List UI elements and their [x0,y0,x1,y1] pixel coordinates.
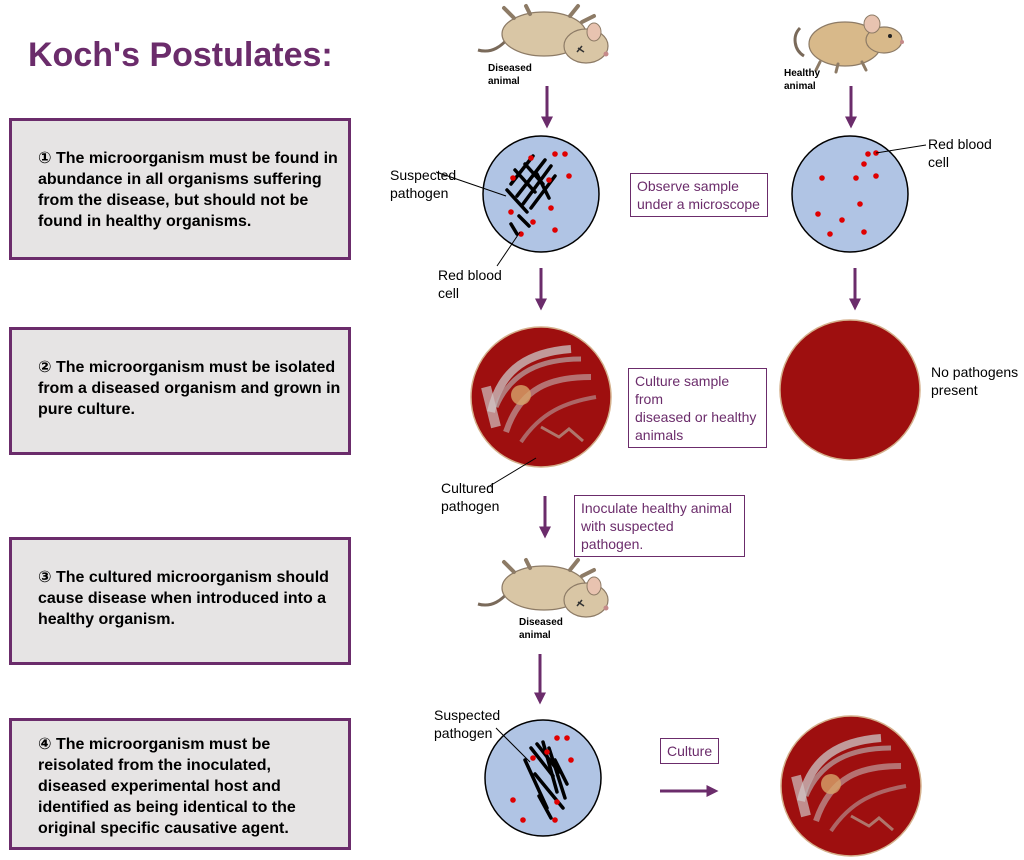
reisolated-sample-dish [484,719,602,837]
postulate-text-3: ③ The cultured microorganism should caus… [38,569,329,628]
postulate-box-4: ④ The microorganism must be reisolated f… [9,718,351,850]
postulate-box-3: ③ The cultured microorganism should caus… [9,537,351,665]
postulate-box-1: ① The microorganism must be found in abu… [9,118,351,260]
note-culture: Culture [660,738,720,764]
page-title: Koch's Postulates: [28,36,333,74]
final-culture-plate [781,716,921,856]
cultured-plate-diseased [471,327,611,467]
diseased-mouse-icon [476,4,611,65]
diseased-sample-dish [482,135,600,253]
postulate-text-1: ① The microorganism must be found in abu… [38,150,338,230]
healthy-plate [779,319,921,461]
healthy-sample-dish [791,135,909,253]
postulate-text-4: ④ The microorganism must be reisolated f… [38,736,296,837]
diseased-mouse-icon-2 [476,558,611,619]
healthy-mouse-icon [793,14,904,74]
postulate-box-2: ② The microorganism must be isolated fro… [9,327,351,455]
postulate-text-2: ② The microorganism must be isolated fro… [38,359,341,418]
